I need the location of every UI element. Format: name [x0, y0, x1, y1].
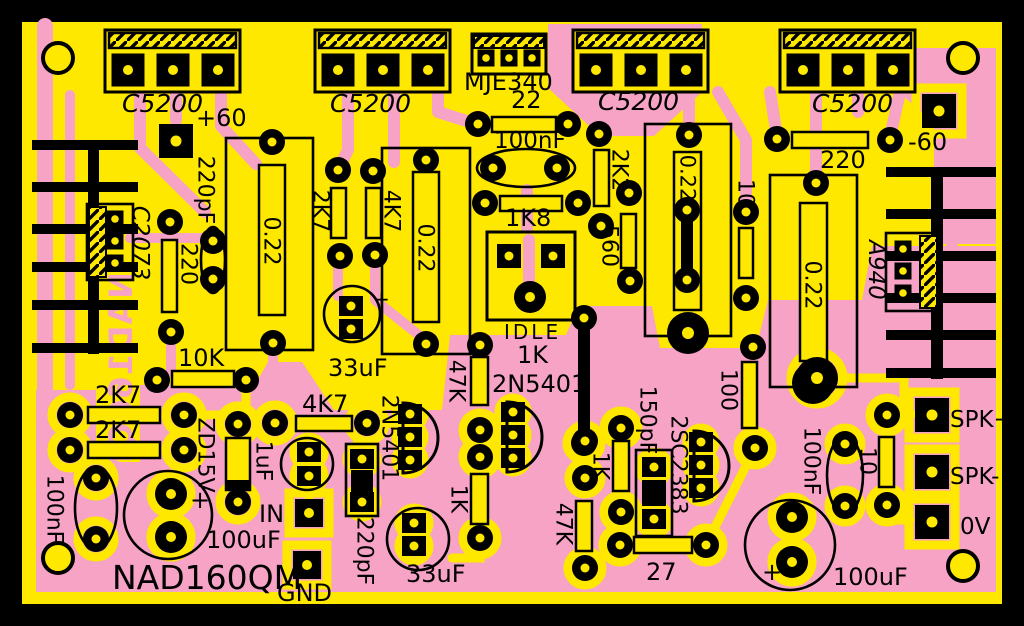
- output-transistor-1: C5200: [105, 30, 240, 118]
- mounting-hole-bottom-left: [41, 541, 75, 575]
- r2k7-a-label: 2K7: [95, 381, 141, 409]
- r4k7-h-label: 4K7: [302, 390, 348, 418]
- idle-value-label: 1K: [517, 341, 549, 369]
- r220-left-label: 220: [175, 243, 200, 285]
- idle-label: IDLE: [504, 320, 561, 344]
- driver-right-label: A940: [863, 238, 889, 300]
- r22-label: 22: [511, 86, 542, 114]
- power-pad-minus60: -60: [908, 94, 956, 156]
- q-up-label: 2N5401: [376, 395, 401, 481]
- c100nf-top-label: 100nF: [494, 128, 566, 154]
- c100nf-left-label: 100nF: [41, 475, 66, 544]
- vas-transistor-mje340: MJE340: [464, 32, 553, 96]
- r1k8-label: 1K8: [505, 204, 551, 232]
- emitter-resistor-4-label: 0.22: [799, 261, 824, 310]
- transistor-2n5401-upper: 2N5401: [376, 395, 440, 481]
- emitter-resistor-2-label: 0.22: [412, 224, 437, 273]
- idle-trimmer: IDLE 1K: [485, 230, 577, 369]
- mounting-holes: [41, 41, 980, 583]
- thick-trace-1: [578, 312, 590, 443]
- c220pf-left-label: 220pF: [192, 156, 217, 225]
- c33uf-up-plus: +: [373, 287, 390, 311]
- in-label: IN: [259, 500, 284, 528]
- spk-minus-label: SPK-: [950, 464, 999, 490]
- minus60-label: -60: [908, 128, 947, 156]
- transistor-2sc2383: 2SC2383: [665, 415, 731, 515]
- c100uf-right-label: 100uF: [833, 563, 908, 591]
- r4k7-v-label: 4K7: [378, 190, 403, 232]
- mounting-hole-top-left: [41, 41, 75, 75]
- r47k-low-label: 47K: [550, 503, 575, 546]
- r1k-a-label: 1K: [445, 485, 470, 514]
- c33uf-up-label: 33uF: [328, 354, 388, 382]
- output-transistor-4-label: C5200: [812, 89, 893, 118]
- transistor-2n5401-lower: 2N5401: [492, 370, 586, 474]
- r47k-up-label: 47K: [443, 360, 468, 403]
- driver-transistor-c2073: C2073: [85, 202, 153, 282]
- r100-label: 100: [715, 369, 740, 411]
- c100uf-left-label: 100uF: [206, 526, 281, 554]
- emitter-resistor-3-label: 0.22: [676, 155, 700, 202]
- zero-v-label: 0V: [960, 514, 991, 540]
- board-name: NAD160QM: [112, 558, 302, 597]
- resistors: 22 1K8 2K2 560 220 220 10 10K 2K7 4K7 2K…: [86, 86, 896, 586]
- output-transistor-4: C5200: [780, 30, 915, 118]
- vas-label: MJE340: [464, 68, 553, 96]
- r10k-label: 10K: [178, 344, 226, 372]
- spk-plus-label: SPK+: [950, 407, 1013, 433]
- r2k7-b-label: 2K7: [95, 416, 141, 444]
- output-transistor-2-label: C5200: [330, 89, 411, 118]
- r2k7-v-label: 2K7: [307, 190, 332, 232]
- r220-top-label: 220: [820, 146, 866, 174]
- c33uf-low-label: 33uF: [406, 560, 466, 588]
- c220pf-low-label: 220pF: [351, 517, 376, 586]
- io-pads: IN GND SPK+ SPK- 0V: [259, 398, 1013, 607]
- r27-label: 27: [646, 558, 677, 586]
- emitter-resistor-1-label: 0.22: [258, 217, 283, 266]
- output-transistor-3: C5200: [573, 30, 708, 116]
- c150pf-label: 150pF: [634, 386, 659, 455]
- output-transistor-1-label: C5200: [122, 89, 203, 118]
- q-low-label: 2N5401: [492, 370, 586, 398]
- output-transistor-2: C5200: [315, 30, 450, 118]
- q-right-label: 2SC2383: [665, 415, 690, 514]
- mounting-hole-bottom-right: [946, 549, 980, 583]
- mounting-hole-top-right: [946, 41, 980, 75]
- output-transistor-3-label: C5200: [598, 87, 679, 116]
- driver-left-label: C2073: [127, 206, 153, 281]
- gnd-label: GND: [277, 579, 332, 607]
- power-pad-plus60: +60: [159, 104, 247, 158]
- driver-transistor-a940: A940: [863, 231, 940, 313]
- c100nf-right-label: 100nF: [798, 427, 823, 496]
- plus60-label: +60: [196, 104, 247, 132]
- c100uf-left-plus: +: [190, 486, 210, 514]
- c1uf-label: 1uF: [250, 441, 275, 482]
